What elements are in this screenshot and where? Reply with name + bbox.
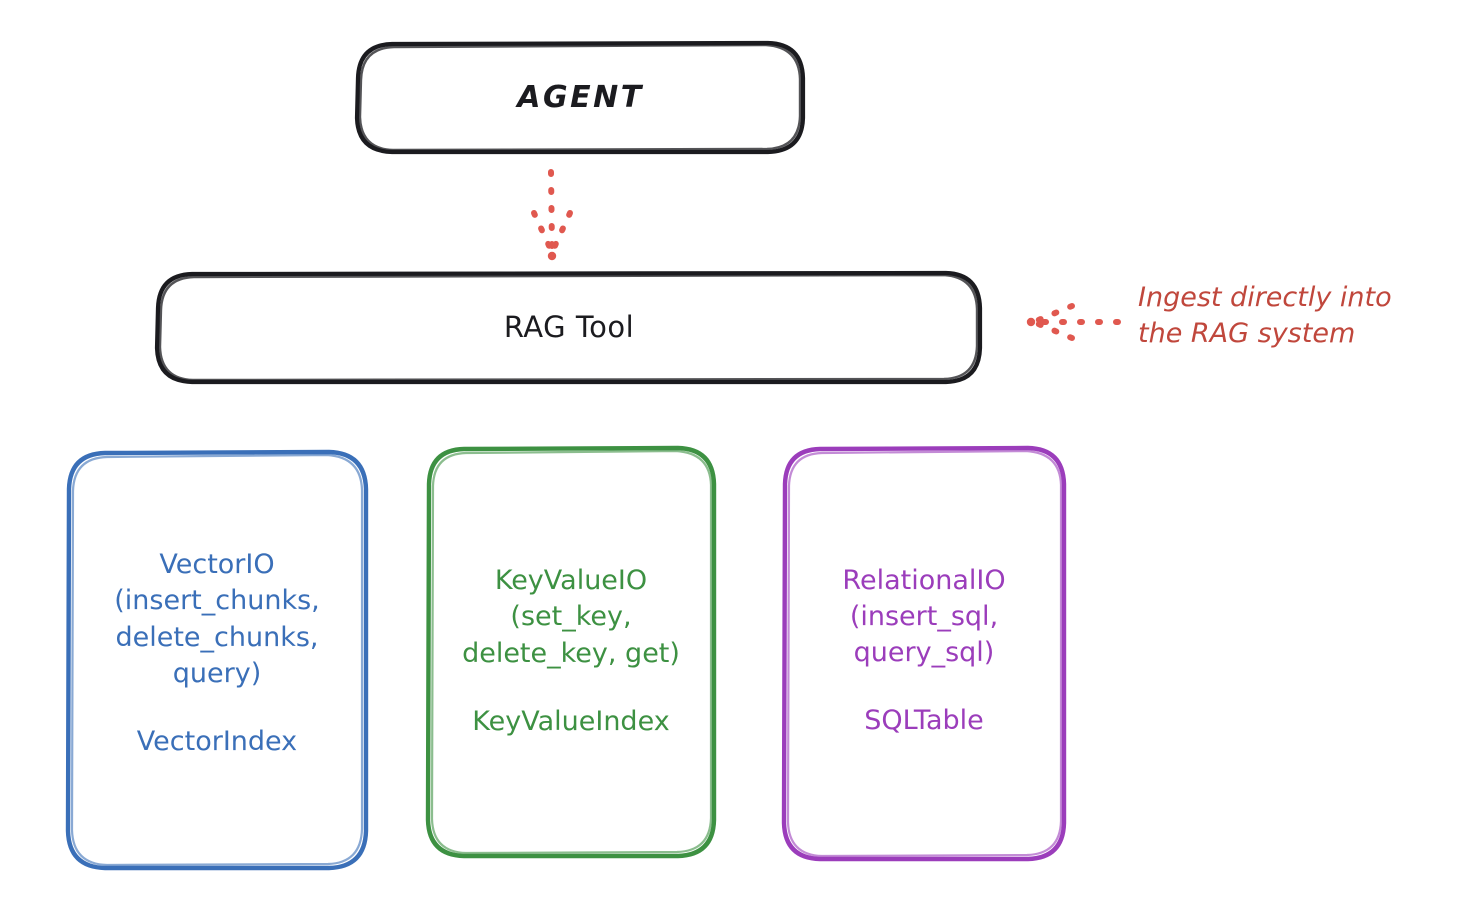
- vector-io-content: VectorIO (insert_chunks, delete_chunks, …: [114, 547, 319, 757]
- key-value-io-api-label: KeyValueIO (set_key, delete_key, get): [462, 565, 680, 669]
- key-value-io-node[interactable]: KeyValueIO (set_key, delete_key, get) Ke…: [428, 448, 714, 856]
- key-value-io-content: KeyValueIO (set_key, delete_key, get) Ke…: [462, 563, 680, 737]
- vector-io-api-label: VectorIO (insert_chunks, delete_chunks, …: [114, 549, 320, 689]
- ingest-annotation-text: Ingest directly into the RAG system: [1138, 282, 1392, 349]
- relational-io-api-label: RelationalIO (insert_sql, query_sql): [842, 564, 1006, 669]
- relational-io-index-label: SQLTable: [864, 705, 984, 737]
- agent-label: AGENT: [517, 80, 644, 115]
- rag-tool-label: RAG Tool: [503, 309, 635, 344]
- relational-io-content: RelationalIO (insert_sql, query_sql) SQL…: [842, 563, 1005, 737]
- agent-node[interactable]: AGENT: [357, 42, 804, 153]
- vector-io-index-label: VectorIndex: [136, 725, 298, 757]
- connector-agent-to-rag-tool: [531, 169, 573, 261]
- connector-ingest-to-rag-tool: [1026, 303, 1121, 341]
- rag-tool-node[interactable]: RAG Tool: [157, 272, 981, 383]
- vector-io-node[interactable]: VectorIO (insert_chunks, delete_chunks, …: [68, 452, 366, 868]
- relational-io-node[interactable]: RelationalIO (insert_sql, query_sql) SQL…: [785, 448, 1063, 859]
- key-value-io-index-label: KeyValueIndex: [472, 705, 670, 737]
